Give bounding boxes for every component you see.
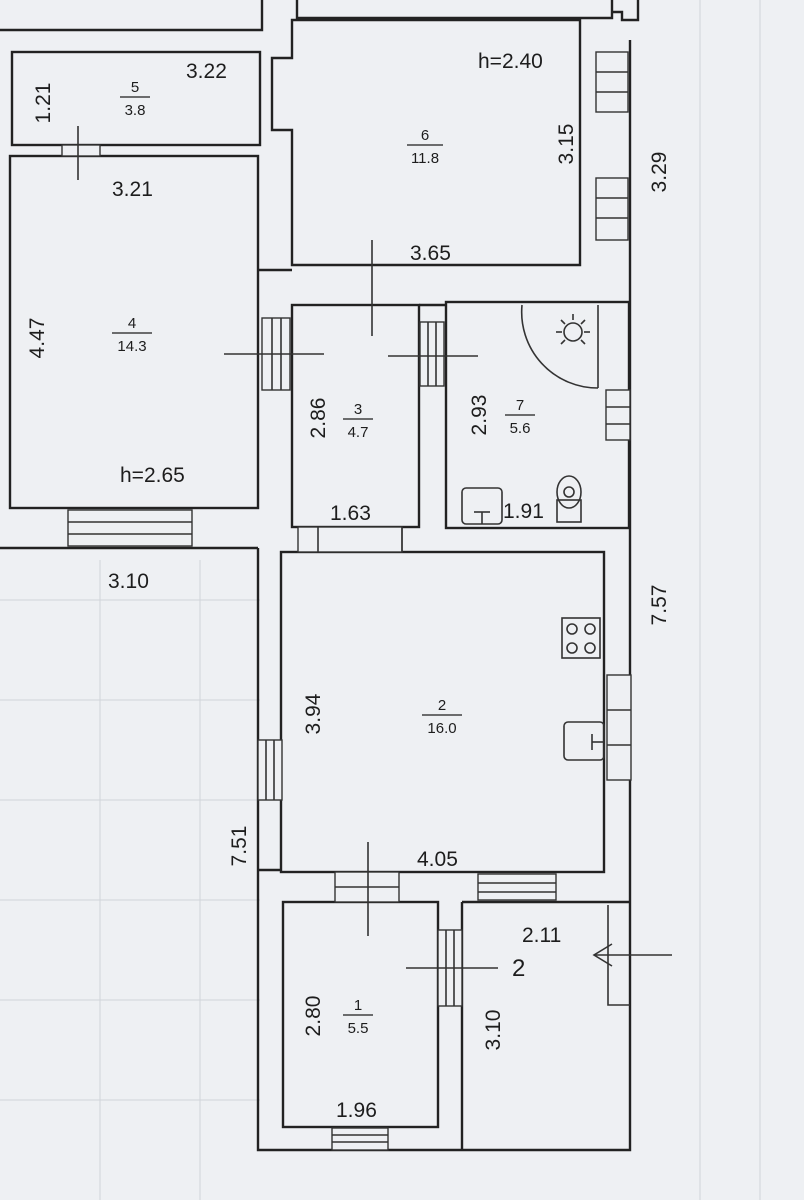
sink-icon <box>461 487 503 525</box>
room-2-label: 2 16.0 <box>422 697 462 737</box>
dim-r2-height: 3.94 <box>302 693 325 734</box>
room-number: 1 <box>354 997 362 1014</box>
stove-icon <box>561 617 601 659</box>
room-5-label: 5 3.8 <box>120 79 150 119</box>
room-area: 4.7 <box>348 424 369 441</box>
dim-r6-height: 3.15 <box>555 124 578 165</box>
dim-r4-width: 3.21 <box>112 178 153 201</box>
room-number: 2 <box>438 697 446 714</box>
dim-r7-height: 2.93 <box>468 395 491 436</box>
light-icon <box>556 314 590 345</box>
room-area: 16.0 <box>427 720 456 737</box>
height-room-6: h=2.40 <box>478 50 543 73</box>
room-labels: 5 3.8 6 11.8 4 14.3 3 4.7 7 5.6 2 16.0 <box>112 79 535 1037</box>
dim-r5-width: 3.22 <box>186 60 227 83</box>
room-6-label: 6 11.8 <box>407 127 443 167</box>
room-area: 3.8 <box>125 102 146 119</box>
walls <box>0 0 640 1152</box>
room-area: 5.6 <box>510 420 531 437</box>
dim-r3-height: 2.86 <box>307 398 330 439</box>
dim-right-lower: 7.57 <box>648 585 671 626</box>
room-number: 3 <box>354 401 362 418</box>
door-swing-arc <box>520 304 599 389</box>
dim-hall-width: 2.11 <box>522 924 561 947</box>
dim-hall-height: 3.10 <box>482 1010 505 1051</box>
height-room-4: h=2.65 <box>120 464 185 487</box>
toilet-icon <box>556 475 582 523</box>
dim-r1-width: 1.96 <box>336 1099 377 1122</box>
dim-r5-height: 1.21 <box>32 83 55 124</box>
room-area: 11.8 <box>411 150 439 167</box>
door-markers <box>77 126 498 969</box>
entrance-number: 2 <box>512 955 525 982</box>
room-number: 6 <box>421 127 429 144</box>
ceiling-heights: h=2.65 h=2.40 <box>120 50 543 487</box>
dim-r3-width: 1.63 <box>330 502 371 525</box>
dimensions-horizontal: 3.22 3.21 3.10 3.65 1.63 1.91 4.05 1.96 … <box>108 60 561 1122</box>
fixtures <box>461 304 672 967</box>
dim-r4-height: 4.47 <box>26 318 49 359</box>
room-4-label: 4 14.3 <box>112 315 152 355</box>
room-number: 5 <box>131 79 139 96</box>
windows <box>61 51 632 1151</box>
room-7-label: 7 5.6 <box>505 397 535 437</box>
dim-r1-height: 2.80 <box>302 996 325 1037</box>
kitchen-sink-icon <box>563 721 605 761</box>
dim-right-upper: 3.29 <box>648 152 671 193</box>
paper-ruling <box>0 0 761 1200</box>
dim-r4-bottom: 3.10 <box>108 570 149 593</box>
room-number: 4 <box>128 315 136 332</box>
dim-r2-width: 4.05 <box>417 848 458 871</box>
dim-r6-width: 3.65 <box>410 242 451 265</box>
room-area: 5.5 <box>348 1020 369 1037</box>
room-3-label: 3 4.7 <box>343 401 373 441</box>
dim-left-lower: 7.51 <box>228 826 251 867</box>
room-number: 7 <box>516 397 524 414</box>
dim-r7-width: 1.91 <box>503 500 544 523</box>
room-area: 14.3 <box>117 338 146 355</box>
room-1-label: 1 5.5 <box>343 997 373 1037</box>
dimensions-vertical: 1.21 4.47 3.15 3.29 2.86 2.93 7.57 3.94 … <box>26 83 671 1051</box>
entrance-arrow-icon <box>592 943 672 967</box>
